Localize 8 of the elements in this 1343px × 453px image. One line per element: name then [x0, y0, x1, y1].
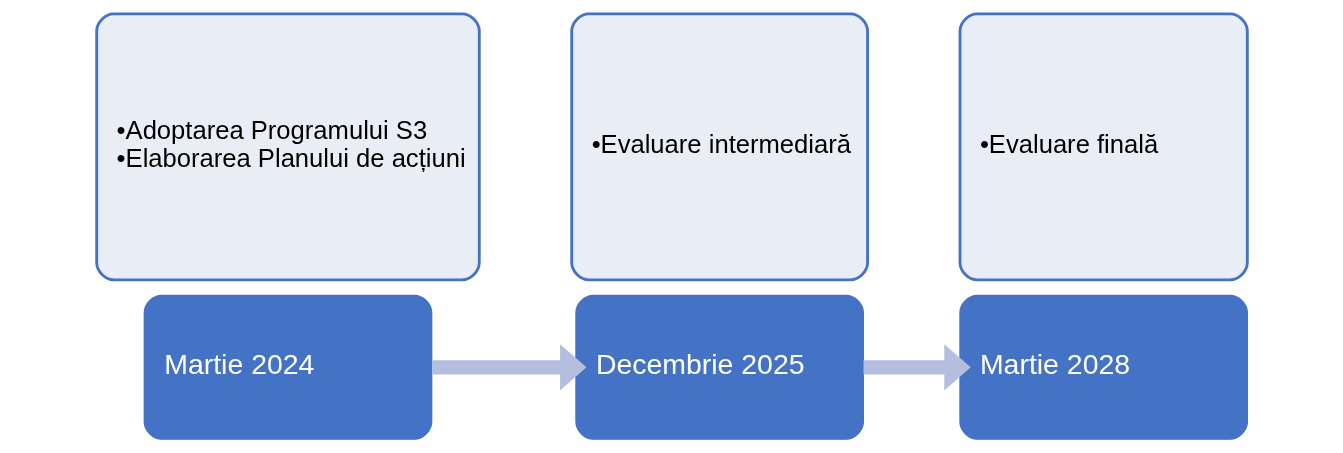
- arrow: [863, 344, 971, 391]
- arrow: [431, 344, 586, 391]
- node-box: Martie 2024: [143, 294, 432, 440]
- node-box: •Adoptarea Programului S3 •Elaborarea Planului de acțiuni: [94, 12, 481, 282]
- node-box: •Evaluare finală: [958, 12, 1249, 282]
- node-box: Martie 2028: [958, 294, 1248, 440]
- node-box: •Evaluare intermediară: [569, 12, 869, 282]
- node-box: Decembrie 2025: [574, 294, 864, 440]
